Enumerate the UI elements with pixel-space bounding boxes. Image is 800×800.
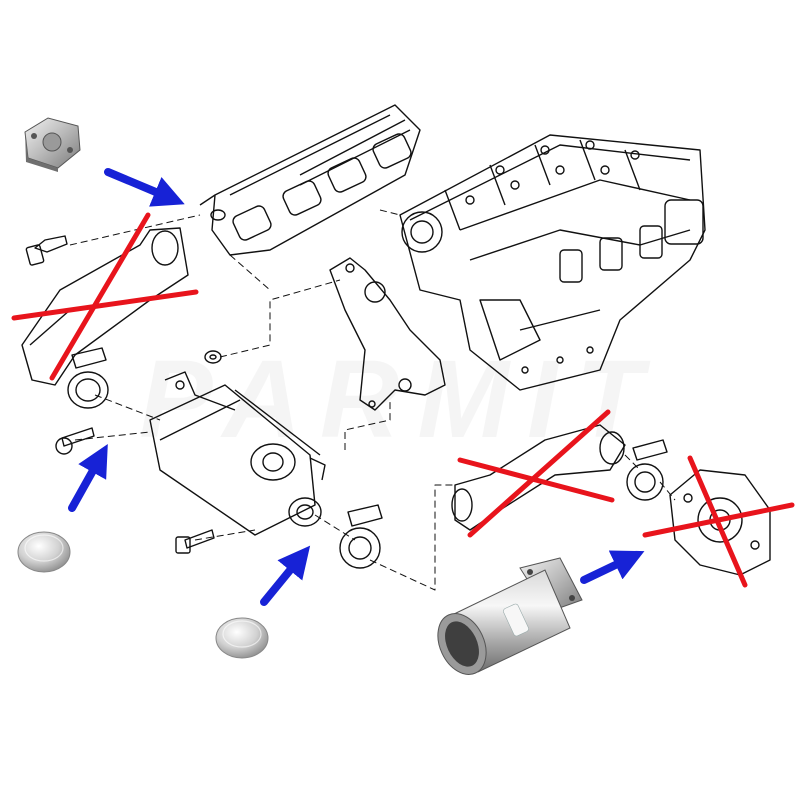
blue-arrow-icon [260, 545, 311, 606]
red-cross-icon [11, 212, 199, 381]
blue-arrow-icon [580, 550, 645, 584]
egr-bracket [329, 257, 446, 411]
hose-clamp-right [626, 439, 668, 501]
blue-arrow-icon [68, 444, 108, 512]
red-cross-icon [457, 409, 615, 538]
red-cross-icon [642, 455, 795, 588]
egr-pipe-right [451, 424, 626, 531]
hose-clamp-left [67, 347, 109, 409]
hose-clamp-centre [339, 504, 383, 569]
blue-arrow-icon [104, 168, 185, 207]
blanking-cap-left [17, 531, 71, 573]
exhaust-manifold [199, 104, 421, 256]
cylinder-head [399, 134, 706, 391]
bolt-middle-left [55, 427, 95, 455]
egr-bypass-pipe [437, 557, 583, 675]
blanking-plate [24, 117, 81, 172]
blanking-cap-right [215, 617, 269, 659]
bolt-bottom-left [175, 529, 215, 554]
assembly-lines [69, 209, 676, 591]
washer [204, 350, 222, 364]
egr-cooler [149, 371, 326, 536]
bolt-top-left [25, 235, 68, 266]
